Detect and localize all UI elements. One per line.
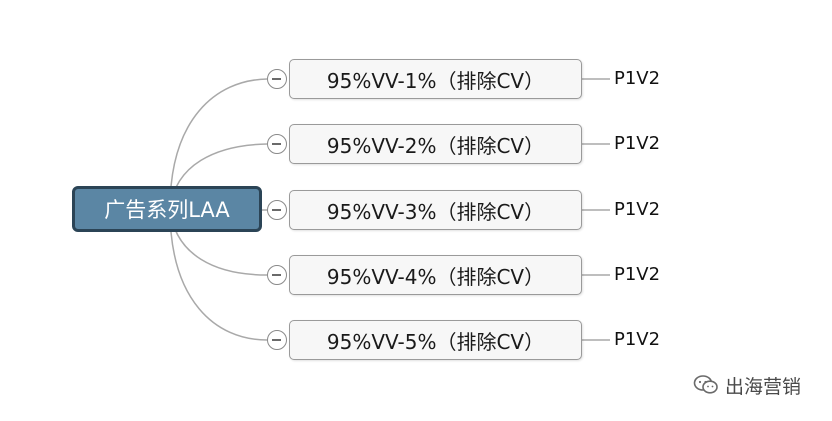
subtopic-box[interactable]: 95%VV-5%（排除CV） [289, 320, 582, 360]
child-topic-label[interactable]: P1V2 [614, 199, 661, 220]
connector-branch-5 [169, 208, 268, 341]
collapse-icon[interactable] [267, 134, 287, 154]
collapse-icon[interactable] [267, 265, 287, 285]
watermark-text: 出海营销 [725, 375, 802, 398]
root-topic-label: 广告系列LAA [104, 198, 230, 222]
child-topic-label[interactable]: P1V2 [614, 68, 661, 89]
branch-2: 95%VV-2%（排除CV） P1V2 [0, 124, 832, 164]
collapse-icon[interactable] [267, 200, 287, 220]
wechat-icon [693, 375, 718, 394]
branch-1: 95%VV-1%（排除CV） P1V2 [0, 59, 832, 99]
subtopic-box[interactable]: 95%VV-4%（排除CV） [289, 255, 582, 295]
subtopic-label: 95%VV-3%（排除CV） [326, 199, 545, 224]
subtopic-label: 95%VV-1%（排除CV） [326, 68, 545, 93]
branch-5: 95%VV-5%（排除CV） P1V2 [0, 320, 832, 360]
subtopic-label: 95%VV-4%（排除CV） [326, 264, 545, 289]
subtopic-box[interactable]: 95%VV-1%（排除CV） [289, 59, 582, 99]
root-topic[interactable]: 广告系列LAA [72, 186, 262, 232]
watermark: 出海营销 [693, 371, 801, 399]
child-topic-label[interactable]: P1V2 [614, 329, 661, 350]
branch-3: 95%VV-3%（排除CV） P1V2 [0, 190, 832, 230]
subtopic-box[interactable]: 95%VV-2%（排除CV） [289, 124, 582, 164]
collapse-icon[interactable] [267, 69, 287, 89]
subtopic-label: 95%VV-2%（排除CV） [326, 133, 545, 158]
connector-branch-1 [169, 78, 268, 210]
branch-4: 95%VV-4%（排除CV） P1V2 [0, 255, 832, 295]
subtopic-label: 95%VV-5%（排除CV） [326, 329, 545, 354]
collapse-icon[interactable] [267, 330, 287, 350]
subtopic-box[interactable]: 95%VV-3%（排除CV） [289, 190, 582, 230]
child-topic-label[interactable]: P1V2 [614, 264, 661, 285]
child-topic-label[interactable]: P1V2 [614, 133, 661, 154]
